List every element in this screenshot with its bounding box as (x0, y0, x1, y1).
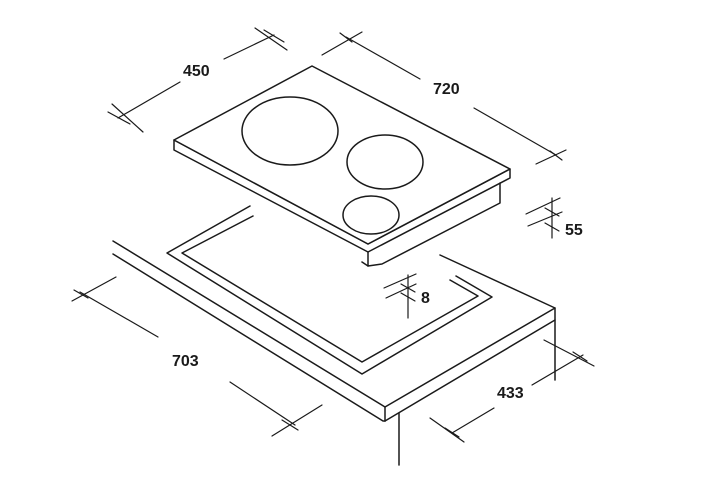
dim-720-ext-right (535, 149, 567, 165)
dim-703-ext-right (271, 404, 323, 437)
dim-8-tick-bottom (400, 292, 416, 302)
hob-underbody-corner (361, 261, 369, 267)
dim-450-tick-right (263, 29, 285, 43)
dim-703-line-right (229, 381, 296, 426)
dim-450-ext-left (111, 103, 144, 133)
dim-450-label: 450 (183, 63, 210, 80)
dim-8-ext-top (383, 273, 417, 289)
dim-433-line-right (531, 354, 584, 386)
dim-433-ext-right (543, 339, 595, 367)
hob-underbody (367, 182, 501, 267)
dim-720-line-left (345, 36, 421, 80)
cutout-outer (166, 205, 493, 375)
countertop (112, 240, 556, 466)
dim-703-tick-left (73, 289, 89, 299)
dim-8: 8 (383, 273, 430, 319)
worktop-front-lower-edge (112, 253, 386, 422)
dim-8-tick-top (400, 283, 416, 293)
dim-450-line-right (223, 34, 275, 60)
cutout-inner (181, 215, 479, 363)
dim-55-ext-mid (527, 211, 563, 227)
dim-703-ext-left (71, 276, 117, 302)
dim-703-line-left (79, 291, 159, 338)
dim-433-label: 433 (497, 385, 524, 402)
dim-703-tick-right (281, 419, 299, 431)
dim-720-line-right (473, 107, 557, 156)
dim-450-tick-left (107, 111, 131, 125)
dim-433-tick-right (572, 351, 588, 362)
cooking-zone-large (241, 96, 339, 166)
dim-703: 703 (71, 276, 323, 437)
cooking-zone-medium (346, 134, 424, 190)
dim-433-tick-left (444, 427, 460, 438)
dim-450-ext-right (254, 27, 288, 51)
dim-55-label: 55 (565, 222, 583, 239)
dim-720: 720 (321, 31, 567, 165)
dim-703-label: 703 (172, 353, 199, 370)
dim-720-label: 720 (433, 81, 460, 98)
dim-433-ext-left (429, 417, 465, 443)
dim-720-ext-left (321, 31, 363, 56)
dim-433-line-left (451, 407, 495, 434)
dim-8-label: 8 (421, 290, 430, 307)
dim-433: 433 (429, 339, 595, 443)
cutout-opening (166, 205, 493, 375)
worktop-back-edge (439, 254, 556, 309)
dim-8-ext-bottom (385, 283, 417, 299)
worktop-right-edge (384, 307, 556, 422)
hob (173, 65, 511, 267)
cooking-zone-small (342, 195, 400, 235)
dim-55-tick-top (544, 207, 560, 217)
dim-720-tick-left (339, 32, 353, 43)
dim-450-line-left (117, 81, 181, 119)
dim-720-tick-right (549, 150, 563, 161)
dim-450: 450 (107, 27, 288, 133)
dim-55-ext-top (525, 197, 561, 215)
dim-55: 55 (525, 197, 583, 239)
dim-55-tick-bottom (544, 222, 560, 232)
